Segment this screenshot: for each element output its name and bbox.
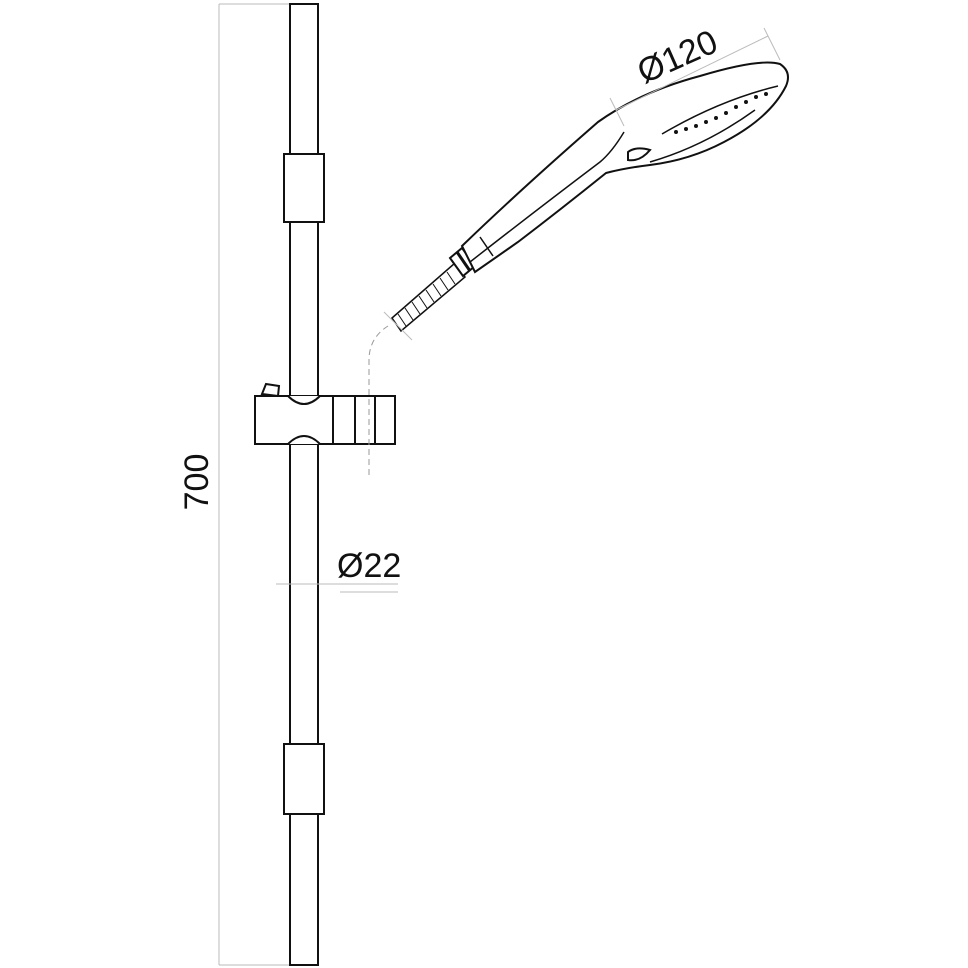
hand-shower	[448, 61, 789, 278]
bottom-wall-bracket	[283, 743, 325, 815]
rail-diameter-label: Ø22	[337, 547, 401, 585]
height-dimension-label: 700	[178, 454, 216, 511]
shower-hose	[383, 261, 467, 341]
top-wall-bracket	[283, 153, 325, 223]
hose-hidden-path	[368, 325, 389, 475]
height-dimension: 700	[178, 3, 290, 966]
rail-diameter-dimension: Ø22	[276, 547, 401, 593]
slider-holder	[254, 382, 396, 445]
slide-rail	[289, 3, 319, 966]
